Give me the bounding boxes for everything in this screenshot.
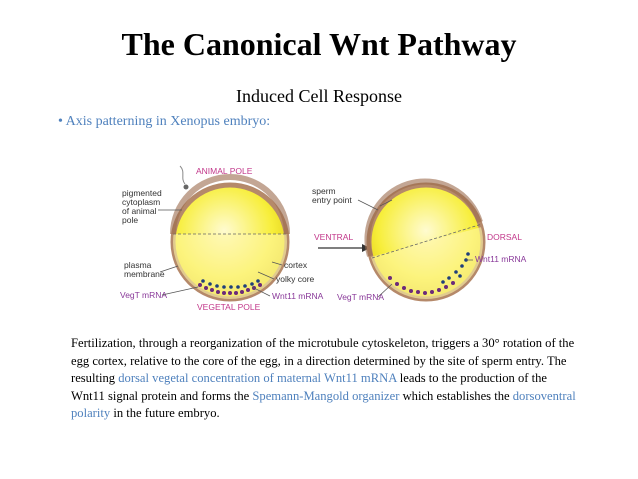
caption-text-1: Fertilization, through a reorganization … [71, 336, 575, 386]
caption-text-2: leads to the production of the Wnt11 sig… [71, 371, 548, 403]
label-pigmented-2: cytoplasm [122, 197, 160, 207]
caption-highlight-wnt11: dorsal vegetal concentration of maternal… [118, 371, 397, 386]
vegt-dots-right [388, 276, 455, 295]
caption-highlight-spemann: Spemann-Mangold organizer [252, 388, 400, 403]
label-pigmented-4: pole [122, 215, 138, 225]
label-plasma-1: plasma [124, 260, 152, 270]
label-sperm-2: entry point [312, 195, 352, 205]
label-yolky-core: yolky core [276, 274, 315, 284]
caption-text-3: which establishes the [399, 388, 513, 403]
slide-subtitle: Induced Cell Response [236, 86, 402, 106]
label-plasma-2: membrane [124, 269, 165, 279]
egg-before-rotation [170, 165, 290, 302]
label-dorsal: DORSAL [487, 232, 522, 242]
wnt11-dots-left [201, 279, 260, 289]
bullet-point: • Axis patterning in Xenopus embryo: [58, 114, 271, 129]
label-pigmented-1: pigmented [122, 188, 162, 198]
caption-highlight-polarity: dorsoventral polarity [71, 388, 576, 421]
label-ventral: VENTRAL [314, 232, 353, 242]
label-vegt-left: VegT mRNA [120, 290, 167, 300]
label-sperm-1: sperm [312, 186, 336, 196]
wnt11-dots-right [441, 252, 470, 284]
label-pigmented-3: of animal [122, 206, 157, 216]
caption-text-4: in the future embryo. [110, 406, 220, 421]
label-wnt11-left: Wnt11 mRNA [272, 291, 324, 301]
figure-caption: Fertilization, through a reorganization … [71, 335, 576, 423]
slide-title: The Canonical Wnt Pathway [121, 26, 517, 62]
label-animal-pole: ANIMAL POLE [196, 166, 253, 176]
label-vegt-right: VegT mRNA [337, 292, 384, 302]
label-vegetal-pole: VEGETAL POLE [197, 302, 261, 310]
rotation-arrow [318, 244, 370, 252]
egg-after-rotation [364, 178, 486, 302]
xenopus-egg-figure: ANIMAL POLE VEGETAL POLE pigmented cytop… [120, 165, 527, 310]
label-wnt11-right: Wnt11 mRNA [475, 254, 527, 264]
label-cortex: cortex [284, 260, 308, 270]
